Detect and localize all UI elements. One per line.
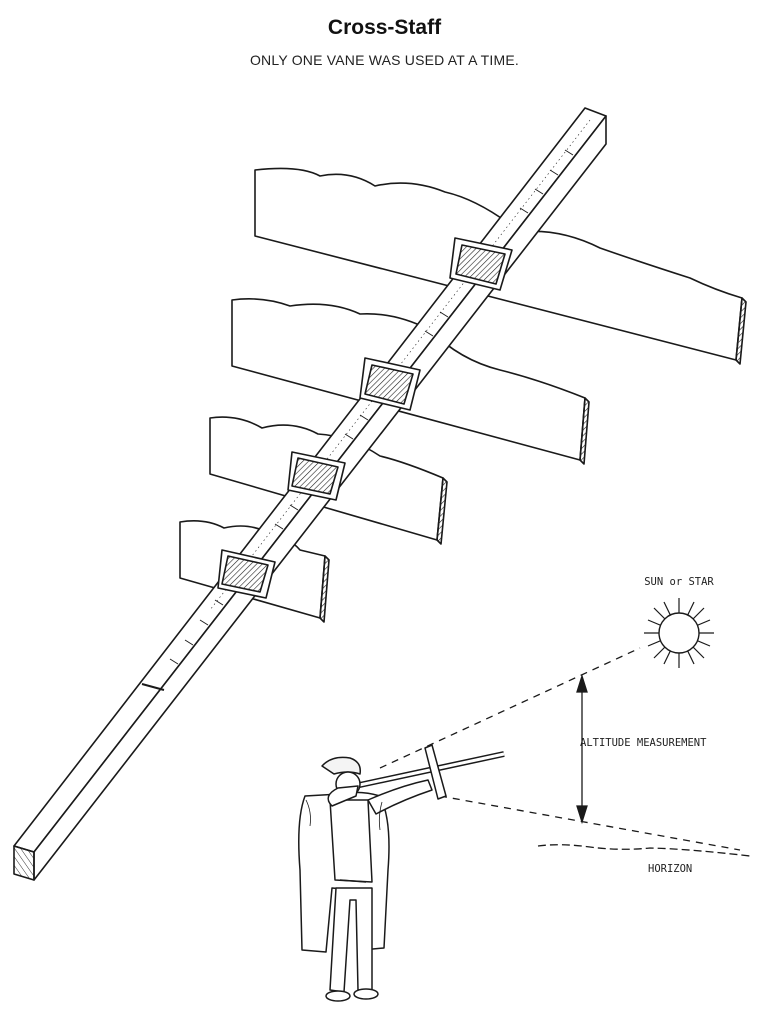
vane-block-3 — [287, 451, 346, 501]
diagram-subtitle: ONLY ONE VANE WAS USED AT A TIME. — [249, 52, 520, 68]
sight-line-to-horizon — [439, 795, 741, 851]
vane-block-1 — [449, 237, 513, 291]
vane-block-4 — [217, 549, 276, 599]
label-sun-or-star: SUN or STAR — [644, 576, 714, 588]
sight-line-to-sun — [379, 647, 641, 769]
label-altitude-measurement: ALTITUDE MEASUREMENT — [580, 737, 707, 749]
horizon-line — [537, 844, 751, 857]
navigator-figure — [298, 744, 505, 1002]
diagram-title: Cross-Staff — [327, 16, 442, 39]
label-horizon: HORIZON — [648, 863, 692, 875]
sun-icon — [644, 598, 714, 668]
vane-block-2 — [359, 357, 421, 411]
